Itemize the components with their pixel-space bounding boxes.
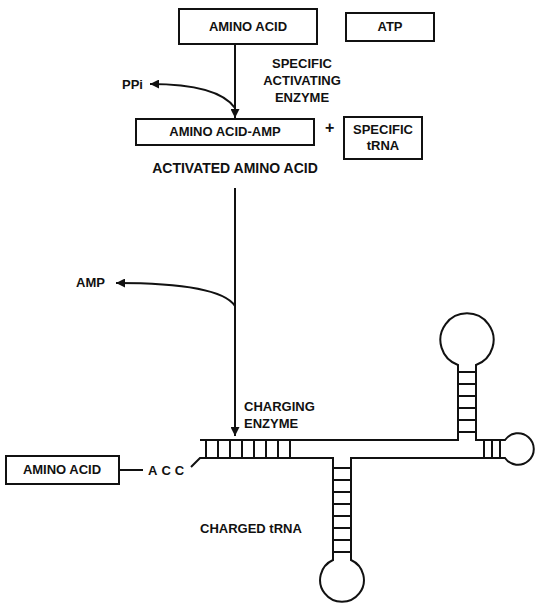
box-text: AMINO ACID (23, 462, 101, 478)
box-text: SPECIFIC tRNA (353, 122, 413, 154)
process-box: AMINO ACID-AMP (135, 118, 315, 146)
process-box: SPECIFIC tRNA (343, 116, 423, 160)
annotation-label: SPECIFIC ACTIVATING ENZYME (252, 55, 352, 106)
annotation-label: CHARGING ENZYME (244, 398, 328, 432)
box-text: AMINO ACID (209, 19, 287, 35)
bond-line (120, 469, 143, 471)
box-text: ATP (377, 19, 402, 35)
annotation-label: + (325, 119, 334, 136)
box-text: AMINO ACID-AMP (169, 124, 280, 140)
annotation-label: CHARGED tRNA (200, 520, 302, 537)
annotation-label: AMP (76, 274, 105, 291)
release-arrow (116, 283, 235, 306)
reaction-arrow (234, 188, 236, 436)
trna-strand (191, 313, 534, 601)
process-box: ATP (345, 12, 435, 42)
annotation-label: ACTIVATED AMINO ACID (110, 160, 360, 177)
reaction-arrow (234, 45, 236, 118)
process-box: AMINO ACID (178, 8, 318, 45)
annotation-label: PPi (122, 76, 143, 93)
process-box: AMINO ACID (5, 455, 120, 485)
annotation-label: ACC (148, 462, 188, 479)
release-arrow (150, 84, 235, 108)
